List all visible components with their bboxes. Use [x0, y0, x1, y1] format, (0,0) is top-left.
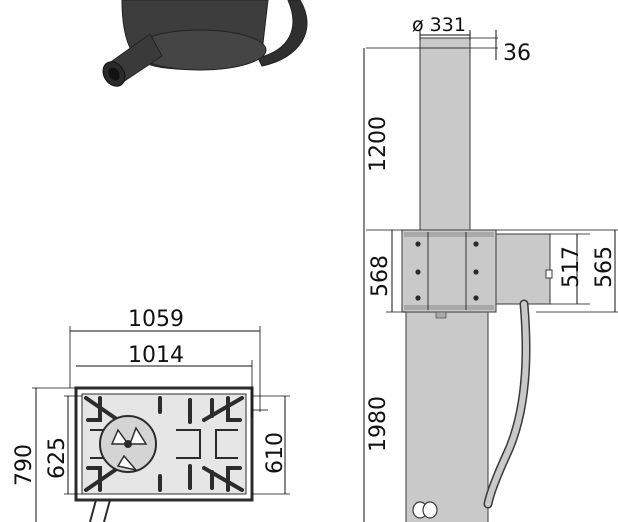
dim-1014-text: 1014 [128, 343, 184, 368]
dim-1059-text: 1059 [128, 307, 184, 332]
dim-1200-text: 1200 [366, 116, 391, 172]
column-elevation [401, 37, 553, 522]
dim-568-text: 568 [368, 255, 393, 297]
dim-565-text: 565 [592, 246, 617, 288]
base-dimensions: 1059 1014 790 625 610 [12, 307, 290, 522]
dim-610-text: 610 [263, 432, 288, 474]
dim-top-thickness-text: 36 [503, 41, 531, 66]
dim-790-text: 790 [12, 444, 37, 486]
dim-diameter-text: ø 331 [412, 14, 466, 36]
dim-1980-text: 1980 [366, 396, 391, 452]
nozzle-icon [102, 0, 308, 87]
base-plate-icon [74, 386, 254, 522]
dim-517-text: 517 [559, 246, 584, 288]
column-dimensions: ø 331 36 1200 568 517 565 1980 [363, 14, 618, 522]
dim-625-text: 625 [45, 437, 70, 479]
